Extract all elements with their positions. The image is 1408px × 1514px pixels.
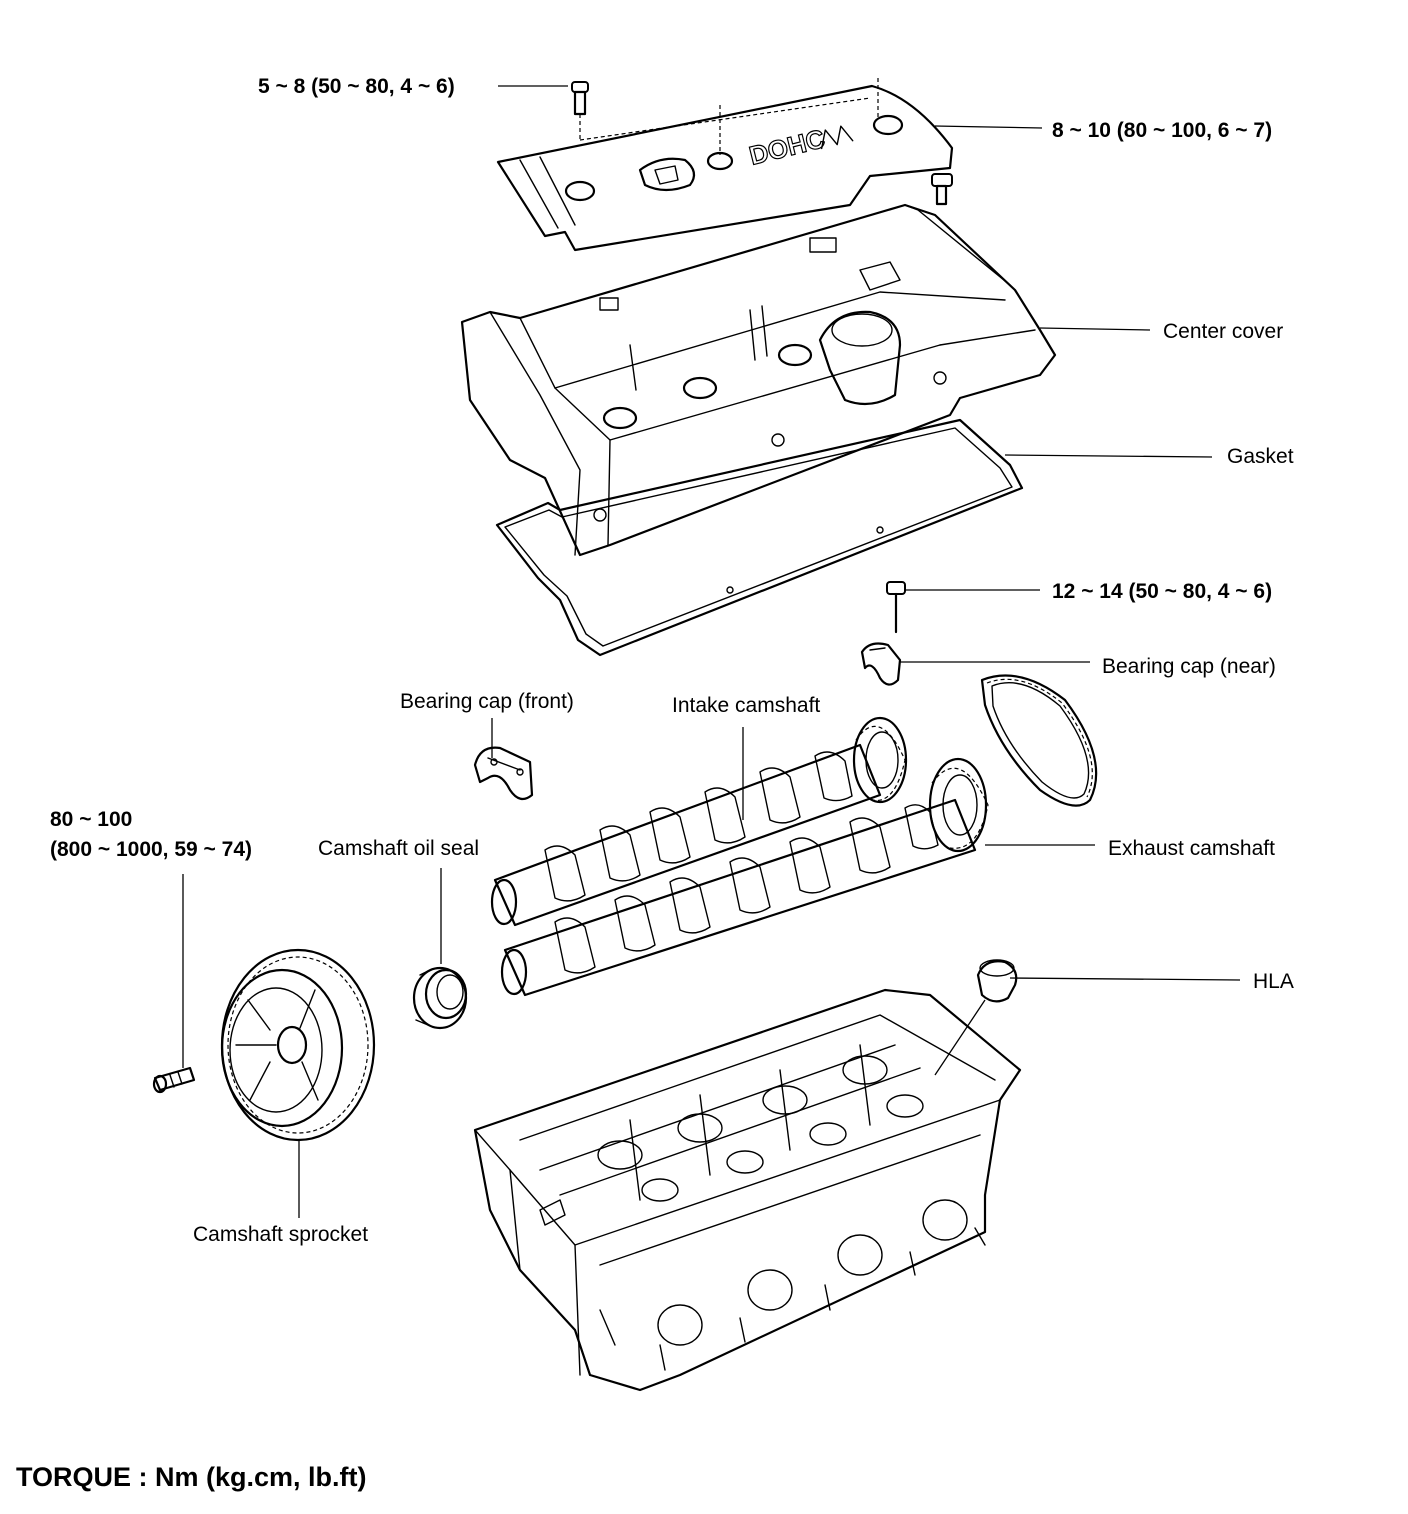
label-torque-cover-nut: 8 ~ 10 (80 ~ 100, 6 ~ 7) (1052, 119, 1272, 142)
label-center-cover: Center cover (1163, 320, 1283, 343)
label-torque-sprocket-line1: 80 ~ 100 (50, 808, 132, 831)
label-torque-bearing-cap: 12 ~ 14 (50 ~ 80, 4 ~ 6) (1052, 580, 1272, 603)
torque-units-footer: TORQUE : Nm (kg.cm, lb.ft) (16, 1462, 367, 1492)
label-bearing-cap-near: Bearing cap (near) (1102, 655, 1276, 678)
cylinder-head (473, 988, 1022, 1392)
gasket (495, 418, 1024, 657)
camshaft-sprocket (220, 948, 376, 1142)
bearing-cap-near (860, 642, 902, 686)
label-camshaft-oil-seal: Camshaft oil seal (318, 837, 479, 860)
cover-bolt-left (571, 81, 589, 140)
label-exhaust-camshaft: Exhaust camshaft (1108, 837, 1275, 860)
hla (934, 959, 1018, 1076)
cover-embossing-text: DOHC (746, 123, 828, 171)
timing-belt (980, 674, 1098, 807)
leader-lines (182, 85, 1241, 1218)
exhaust-camshaft (500, 757, 989, 997)
bearing-cap-bolt (886, 581, 906, 634)
label-torque-sprocket-line2: (800 ~ 1000, 59 ~ 74) (50, 838, 252, 861)
center-cover (496, 78, 954, 252)
label-intake-camshaft: Intake camshaft (672, 694, 820, 717)
bearing-cap-front (473, 746, 534, 801)
camshaft-oil-seal (412, 966, 468, 1030)
cover-embossing-mark (820, 125, 854, 150)
label-torque-cover-bolt: 5 ~ 8 (50 ~ 80, 4 ~ 6) (258, 75, 455, 98)
intake-camshaft (490, 716, 908, 927)
label-gasket: Gasket (1227, 445, 1294, 468)
label-hla: HLA (1253, 970, 1294, 993)
label-bearing-cap-front: Bearing cap (front) (400, 690, 574, 713)
sprocket-bolt (152, 1066, 196, 1094)
label-camshaft-sprocket: Camshaft sprocket (193, 1223, 368, 1246)
cylinder-head-cover (460, 203, 1057, 557)
cover-bolt-right (931, 173, 953, 206)
